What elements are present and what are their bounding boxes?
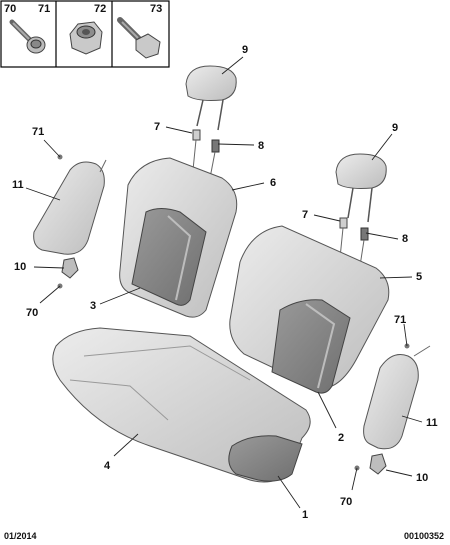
callout-71-left: 71 xyxy=(32,126,44,138)
callout-1: 1 xyxy=(302,509,308,521)
right-side-bolster xyxy=(363,345,431,450)
left-side-bolster xyxy=(33,159,107,255)
callout-70-left: 70 xyxy=(26,307,38,319)
callout-8-left: 8 xyxy=(258,140,264,152)
right-backrest-trim xyxy=(271,299,351,394)
footer-date: 01/2014 xyxy=(4,531,37,541)
callout-5: 5 xyxy=(416,271,422,283)
callout-8-right: 8 xyxy=(402,233,408,245)
callout-7-left: 7 xyxy=(154,121,160,133)
right-headrest xyxy=(335,153,387,223)
left-headrest-guides xyxy=(192,129,220,179)
callout-71-right: 71 xyxy=(394,314,406,326)
left-backrest-trim xyxy=(131,208,207,306)
callout-7-right: 7 xyxy=(302,209,308,221)
seat-cushion-trim xyxy=(228,435,303,482)
callout-3: 3 xyxy=(90,300,96,312)
key-label-70: 70 xyxy=(4,3,16,15)
hex-screw-icon xyxy=(117,17,161,59)
callout-9-left: 9 xyxy=(242,44,248,56)
key-label-71: 71 xyxy=(38,3,50,15)
flange-bolt-icon xyxy=(9,19,46,54)
hex-nut-icon xyxy=(69,21,103,55)
left-headrest xyxy=(185,65,237,131)
callout-2: 2 xyxy=(338,432,344,444)
callout-11-left: 11 xyxy=(12,179,24,191)
callout-70-right: 70 xyxy=(340,496,352,508)
callout-11-right: 11 xyxy=(426,417,438,429)
key-label-72: 72 xyxy=(94,3,106,15)
leader-lines xyxy=(25,56,423,509)
callouts: 9 7 8 71 6 11 9 7 8 5 10 70 3 71 11 2 4 … xyxy=(12,44,438,521)
left-bolster-bracket xyxy=(61,257,79,279)
right-bolster-bracket xyxy=(369,453,387,475)
callout-6: 6 xyxy=(270,177,276,189)
callout-9-right: 9 xyxy=(392,122,398,134)
callout-10-right: 10 xyxy=(416,472,428,484)
callout-10-left: 10 xyxy=(14,261,26,273)
key-label-73: 73 xyxy=(150,3,162,15)
callout-4: 4 xyxy=(104,460,111,472)
footer-reference: 00100352 xyxy=(403,531,444,541)
fastener-key-table: 70 71 72 73 xyxy=(0,0,170,68)
